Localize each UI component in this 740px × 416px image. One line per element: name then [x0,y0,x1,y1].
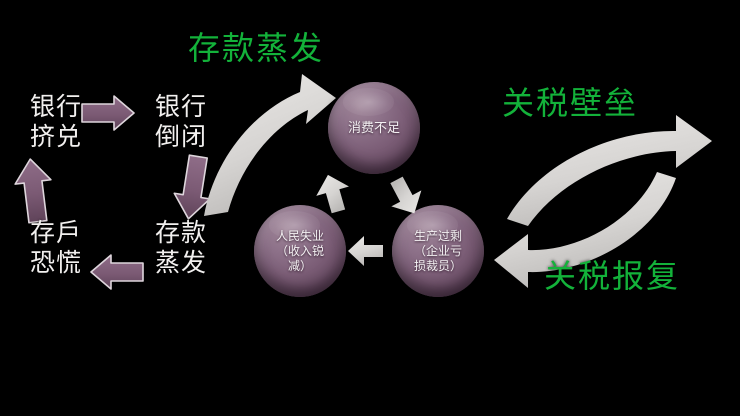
node-unemployment-label: 人民失业 （收入锐 减） [275,228,324,273]
arrow-overproduction-to-unemployment [348,236,383,266]
arrow-failure-to-evaporation [173,154,211,220]
annotation-tariff-barrier: 关税壁垒 [502,85,639,121]
curved-arrow-bank-to-consumption [204,74,336,216]
node-unemployment[interactable]: 人民失业 （收入锐 减） [254,205,346,297]
node-overproduction[interactable]: 生产过剩 （企业亏 损裁员） [392,205,484,297]
node-overproduction-label: 生产过剩 （企业亏 损裁员） [413,228,462,273]
arrow-consumption-to-overproduction [390,176,422,214]
label-depositor-panic: 存戶 恐慌 [29,219,82,277]
curved-arrow-tariff-barrier [507,115,712,226]
annotation-tariff-retaliation: 关税报复 [544,258,681,294]
annotation-deposit-evaporation: 存款蒸发 [188,30,325,66]
arrow-run-to-failure [81,95,135,131]
node-consumption[interactable]: 消费不足 [328,82,420,174]
label-bank-run: 银行 挤兑 [29,93,82,151]
node-consumption-label: 消费不足 [347,120,400,135]
arrow-unemployment-to-consumption [316,174,349,214]
arrow-panic-to-run [14,158,52,224]
arrow-evaporation-to-panic [90,254,144,290]
label-deposit-evaporation: 存款 蒸发 [154,219,207,277]
label-bank-failure: 银行 倒闭 [154,93,207,151]
curved-arrow-tariff-retaliation [494,172,676,288]
